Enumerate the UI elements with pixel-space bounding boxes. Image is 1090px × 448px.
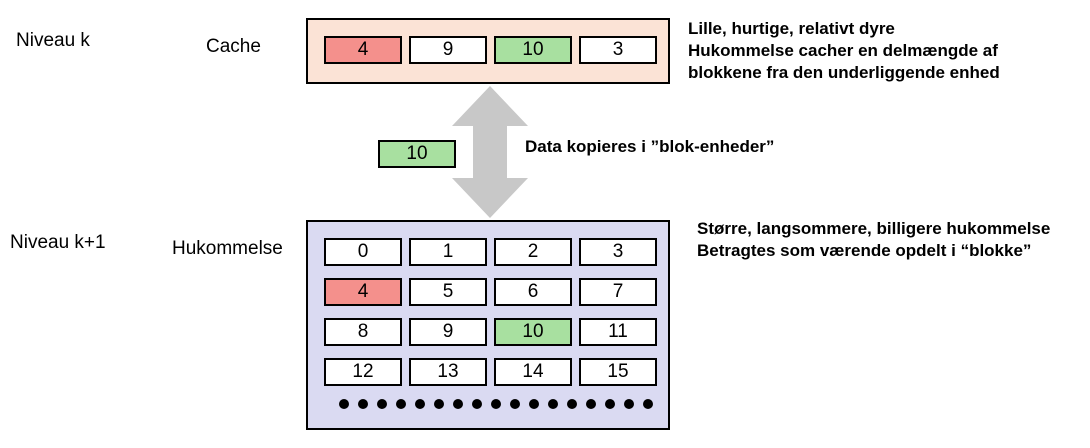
ellipsis-dot xyxy=(434,399,444,409)
ellipsis-dot xyxy=(624,399,634,409)
memory-block: 1 xyxy=(409,238,487,266)
double-arrow-icon xyxy=(452,86,528,218)
ellipsis-dot xyxy=(453,399,463,409)
memory-block: 13 xyxy=(409,358,487,386)
ellipsis-dot xyxy=(586,399,596,409)
ellipsis-dot xyxy=(491,399,501,409)
ellipsis-dot xyxy=(396,399,406,409)
cache-description: Lille, hurtige, relativt dyre Hukommelse… xyxy=(688,18,1000,84)
memory-block: 6 xyxy=(494,278,572,306)
cache-block: 4 xyxy=(324,36,402,64)
memory-block: 3 xyxy=(579,238,657,266)
memory-block: 15 xyxy=(579,358,657,386)
memory-block: 9 xyxy=(409,318,487,346)
cache-desc-line: blokkene fra den underliggende enhed xyxy=(688,63,1000,82)
memory-panel: 0 1 2 3 4 5 6 7 8 9 10 11 12 13 14 15 xyxy=(306,220,670,430)
memory-block: 4 xyxy=(324,278,402,306)
memory-block: 7 xyxy=(579,278,657,306)
ellipsis-dot xyxy=(510,399,520,409)
transfer-block: 10 xyxy=(378,140,456,168)
ellipsis-dot xyxy=(339,399,349,409)
memory-desc-line: Større, langsommere, billigere hukommels… xyxy=(697,219,1051,238)
memory-block: 11 xyxy=(579,318,657,346)
memory-block: 8 xyxy=(324,318,402,346)
transfer-text: Data kopieres i ”blok-enheder” xyxy=(525,137,775,156)
memory-block: 5 xyxy=(409,278,487,306)
memory-desc-line: Betragtes som værende opdelt i “blokke” xyxy=(697,241,1032,260)
memory-block: 0 xyxy=(324,238,402,266)
ellipsis-dot xyxy=(643,399,653,409)
cache-panel: 4 9 10 3 xyxy=(306,18,670,84)
cache-block: 9 xyxy=(409,36,487,64)
cache-block: 3 xyxy=(579,36,657,64)
memory-block: 10 xyxy=(494,318,572,346)
cache-desc-line: Hukommelse cacher en delmængde af xyxy=(688,41,998,60)
memory-block: 2 xyxy=(494,238,572,266)
level-k1-label: Niveau k+1 xyxy=(10,232,106,253)
memory-description: Større, langsommere, billigere hukommels… xyxy=(697,218,1050,262)
ellipsis-dot xyxy=(472,399,482,409)
ellipsis-dot xyxy=(377,399,387,409)
ellipsis-dot xyxy=(567,399,577,409)
memory-label: Hukommelse xyxy=(172,238,283,259)
ellipsis-dot xyxy=(358,399,368,409)
ellipsis-dots xyxy=(339,399,659,411)
memory-block: 14 xyxy=(494,358,572,386)
cache-block: 10 xyxy=(494,36,572,64)
ellipsis-dot xyxy=(529,399,539,409)
cache-desc-line: Lille, hurtige, relativt dyre xyxy=(688,19,895,38)
ellipsis-dot xyxy=(548,399,558,409)
memory-block: 12 xyxy=(324,358,402,386)
ellipsis-dot xyxy=(415,399,425,409)
cache-label: Cache xyxy=(206,36,261,57)
ellipsis-dot xyxy=(605,399,615,409)
level-k-label: Niveau k xyxy=(16,30,90,51)
